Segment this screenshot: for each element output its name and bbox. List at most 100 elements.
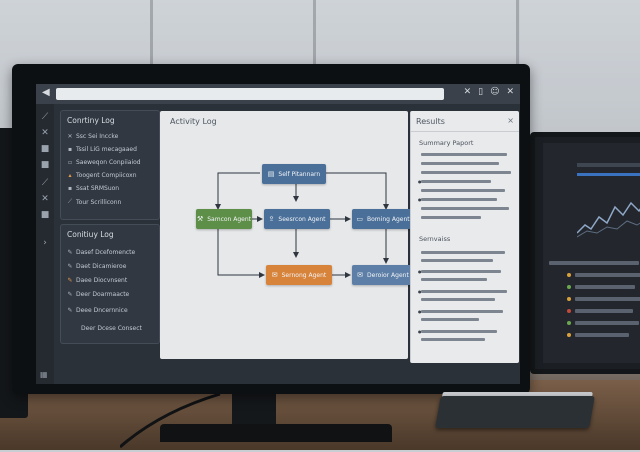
list-item-label: Ssc Sei Inccke [76, 133, 119, 140]
right-monitor-row [575, 321, 639, 325]
list-item[interactable]: ✎Dasef Dcefomencte [67, 249, 135, 256]
status-dot [567, 285, 571, 289]
text-line [421, 162, 499, 165]
pencil-icon: ✎ [67, 249, 73, 256]
right-monitor-chart [577, 163, 640, 238]
mail-icon: ✉ [271, 271, 278, 279]
bullet-icon: ● [418, 197, 422, 202]
results-title: Results [416, 117, 445, 126]
right-monitor [530, 132, 640, 374]
stop-icon[interactable]: ■ [40, 144, 50, 154]
icon-rail: ⟋ ✕ ■ ■ ⟋ ✕ ■ › [36, 104, 54, 384]
pin-icon[interactable]: ⟋ [41, 178, 49, 188]
status-dot [567, 273, 571, 277]
back-icon[interactable]: ◀ [42, 87, 50, 98]
text-line [421, 298, 495, 301]
status-dot [567, 333, 571, 337]
list-item[interactable]: ✎Daee Diocvnsent [67, 277, 127, 284]
list-item[interactable]: ✎Deer Doarmaacte [67, 291, 129, 298]
list-item-label: Tour Scrilliconn [76, 198, 122, 206]
text-line [421, 278, 487, 281]
right-monitor-row [575, 333, 629, 337]
right-monitor-row [575, 273, 640, 277]
flow-node-right[interactable]: ▭ Boming Agent [352, 209, 414, 229]
pin-icon[interactable]: ⟋ [41, 112, 49, 122]
log-panel: Conitiuy Log ✎Dasef Dcefomencte ✎Daet Di… [60, 224, 160, 344]
list-item-label: Ssat SRMSuon [76, 185, 120, 192]
bullet-icon: ● [418, 329, 422, 334]
bullet-icon: ● [418, 179, 422, 184]
text-line [421, 251, 505, 254]
list-item[interactable]: ✕Ssc Sei Inccke [67, 133, 118, 140]
node-label: Seesrcon Agent [278, 215, 326, 223]
text-line [421, 270, 501, 273]
pencil-icon: ✎ [67, 291, 73, 298]
document-icon: ▤ [267, 170, 275, 178]
flow-node-bottom-right[interactable]: ✉ Deroior Agent [352, 265, 414, 285]
text-line [421, 318, 479, 321]
text-line [421, 207, 509, 210]
list-item-label: Toogent Compiicoxn [76, 172, 137, 179]
fire-icon: ▴ [68, 172, 72, 179]
panel-title: Conitiuy Log [67, 230, 114, 239]
list-item[interactable]: ▫Saeweqon Conpiiaiod [67, 159, 141, 166]
node-label: Samcon Agent [207, 215, 252, 223]
close-icon[interactable]: × [507, 116, 514, 125]
list-item[interactable]: ✎Deee Dncernnice [67, 307, 128, 314]
pencil-icon: ✎ [67, 263, 73, 270]
flow-node-left[interactable]: ⚒ Samcon Agent [196, 209, 252, 229]
activity-title: Activity Log [170, 117, 217, 126]
address-bar[interactable] [56, 88, 444, 100]
node-label: Sernong Agent [281, 271, 327, 279]
stop-icon[interactable]: ■ [40, 160, 50, 170]
mail-icon: ✉ [357, 271, 364, 279]
activity-log-card: Activity Log [160, 111, 414, 359]
list-item-label: Tssil LiG mecagaaed [76, 146, 137, 153]
right-monitor-row [575, 285, 635, 289]
tag-icon: ▪ [67, 185, 73, 192]
user-icon[interactable]: ☺ [490, 87, 500, 97]
tools-icon[interactable]: ✕ [41, 128, 49, 138]
close-window-icon[interactable]: ✕ [463, 87, 472, 97]
node-label: Boming Agent [367, 215, 410, 223]
pencil-icon: ✎ [67, 277, 73, 284]
flow-node-top[interactable]: ▤ Self Pitannarn [262, 164, 326, 184]
list-item[interactable]: ▴ Toogent Compiicoxn [67, 172, 137, 179]
list-item-label: Daet Dicamieroe [76, 263, 127, 270]
main-monitor: ◀ ✕ ▯ ☺ ✕ ⟋ ✕ ■ ■ ⟋ ✕ ■ › ▦ [12, 64, 530, 394]
text-line [421, 290, 507, 293]
right-monitor-row [549, 261, 639, 265]
list-item-label: Saeweqon Conpiiaiod [76, 159, 141, 166]
document-icon[interactable]: ▯ [478, 87, 484, 97]
pencil-icon: ✎ [67, 307, 73, 314]
flow-node-bottom-left[interactable]: ✉ Sernong Agent [266, 265, 332, 285]
monitor-stand [232, 392, 276, 430]
chevron-right-icon[interactable]: › [43, 238, 47, 248]
list-item[interactable]: ▪Ssat SRMSuon [67, 185, 119, 192]
upload-icon: ⇪ [268, 215, 275, 223]
grid-icon[interactable]: ▦ [40, 370, 48, 379]
flow-node-center[interactable]: ⇪ Seesrcon Agent [264, 209, 330, 229]
text-line [421, 189, 505, 192]
status-dot [567, 309, 571, 313]
panel-title: Conrtiny Log [67, 116, 115, 125]
list-item[interactable]: ✎Daet Dicamieroe [67, 263, 126, 270]
text-line [421, 330, 497, 333]
list-item-label: Deee Dncernnice [76, 307, 128, 314]
list-item[interactable]: Deer Dcese Consect [81, 325, 142, 332]
text-line [421, 153, 507, 156]
close-icon[interactable]: ✕ [506, 87, 514, 97]
right-monitor-screen [543, 143, 640, 363]
notebook [435, 396, 595, 428]
monitor-icon: ▭ [356, 215, 364, 223]
list-item[interactable]: ⟋Tour Scrilliconn [67, 198, 121, 206]
list-item[interactable]: ▪Tssil LiG mecagaaed [67, 146, 137, 153]
stop-icon[interactable]: ■ [40, 210, 50, 220]
results-panel: Results × Summary Paport ● ● Sernvaiss ● [410, 111, 519, 363]
monitor-stand-base [160, 424, 392, 442]
app-window: ◀ ✕ ▯ ☺ ✕ ⟋ ✕ ■ ■ ⟋ ✕ ■ › ▦ [36, 84, 520, 384]
hammer-icon: ⚒ [196, 215, 204, 223]
tools-icon[interactable]: ✕ [41, 194, 49, 204]
status-dot [567, 297, 571, 301]
